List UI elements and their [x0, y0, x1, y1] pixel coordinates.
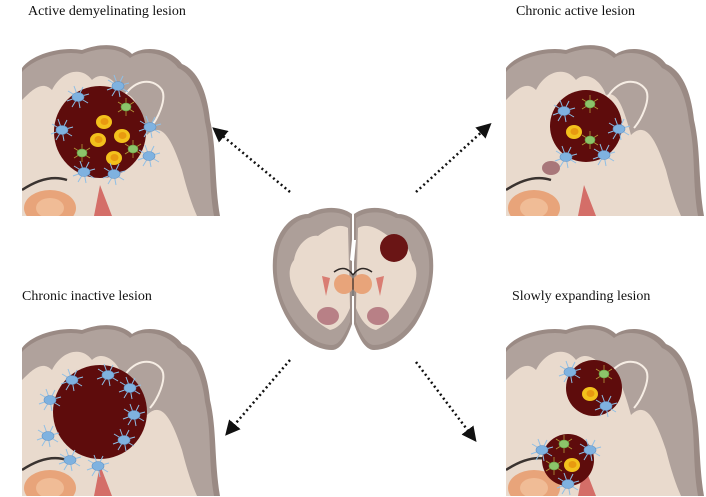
- arrow-to-chronic-inactive: [225, 359, 291, 436]
- arrow-to-active: [212, 127, 291, 193]
- center-coronal-brain: [268, 200, 438, 360]
- panel-title-slowly-expanding: Slowly expanding lesion: [512, 289, 651, 304]
- arrow-to-slowly-expanding: [415, 361, 477, 442]
- panel-title-active: Active demyelinating lesion: [28, 4, 186, 19]
- panel-slowly-expanding-lesion: [506, 320, 706, 496]
- arrow-to-chronic-active: [415, 122, 492, 193]
- lesion: [54, 86, 146, 178]
- center-lesion: [380, 234, 408, 262]
- panel-active-lesion: [22, 40, 222, 216]
- panel-title-chronic-inactive: Chronic inactive lesion: [22, 289, 152, 304]
- panel-chronic-inactive-lesion: [22, 320, 222, 496]
- panel-chronic-active-lesion: [506, 40, 706, 216]
- panel-title-chronic-active: Chronic active lesion: [516, 4, 635, 19]
